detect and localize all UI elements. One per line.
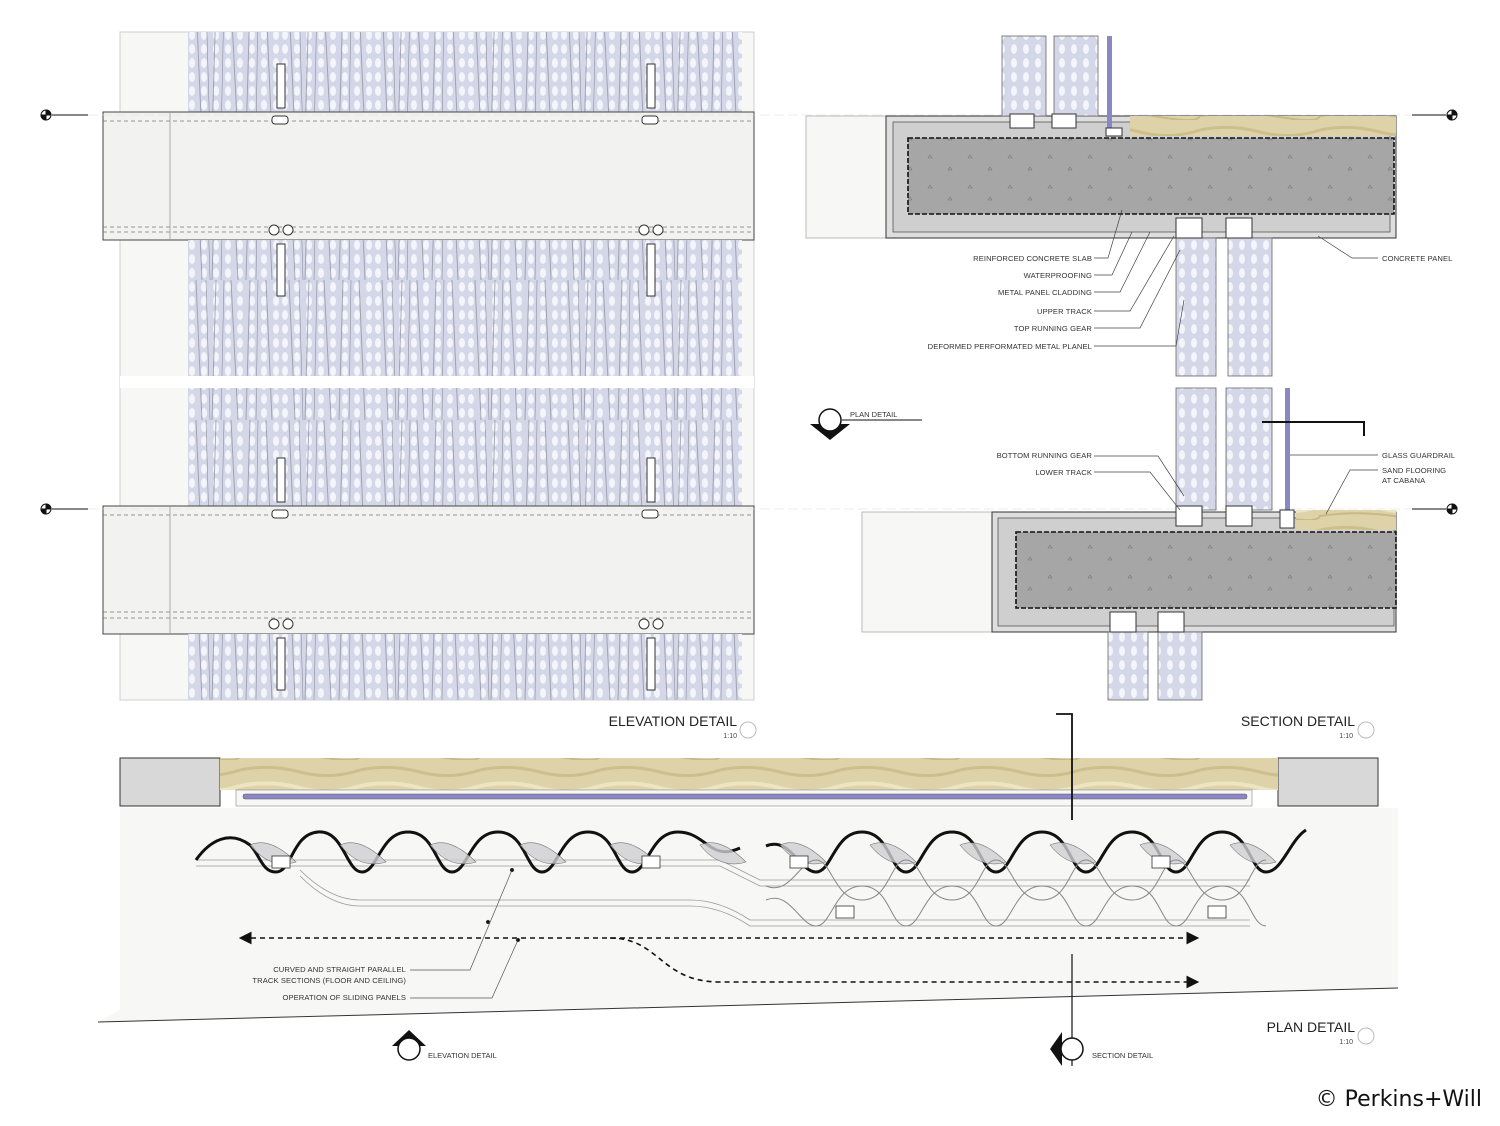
section-drawing-upper bbox=[805, 35, 1397, 377]
copyright-credit: © Perkins+Will bbox=[1315, 1087, 1482, 1112]
label-deformed-panel: DEFORMED PERFORMATED METAL PLANEL bbox=[928, 342, 1092, 351]
section-labels: REINFORCED CONCRETE SLAB WATERPROOFING M… bbox=[928, 254, 1455, 485]
slab-band bbox=[102, 111, 755, 241]
section-title: SECTION DETAIL bbox=[1241, 713, 1355, 729]
section-drawing-lower bbox=[861, 387, 1397, 701]
label-concrete-panel: CONCRETE PANEL bbox=[1382, 254, 1452, 263]
section-detail-tag: SECTION DETAIL bbox=[1050, 1032, 1153, 1066]
section-scale: 1:10 bbox=[1339, 733, 1353, 740]
perforated-panel-row bbox=[188, 32, 742, 112]
section-detail-tag-label: SECTION DETAIL bbox=[1092, 1051, 1153, 1060]
sand-flooring bbox=[220, 758, 1278, 790]
section-title-block: SECTION DETAIL 1:10 bbox=[1241, 713, 1375, 740]
label-lower-track: LOWER TRACK bbox=[1035, 468, 1092, 477]
plan-drawing: CURVED AND STRAIGHT PARALLEL TRACK SECTI… bbox=[97, 713, 1399, 1066]
label-upper-track: UPPER TRACK bbox=[1037, 307, 1092, 316]
label-tracks: CURVED AND STRAIGHT PARALLEL bbox=[273, 965, 406, 974]
label-bottom-running-gear: BOTTOM RUNNING GEAR bbox=[997, 451, 1093, 460]
label-glass-guardrail: GLASS GUARDRAIL bbox=[1382, 451, 1455, 460]
elevation-detail-tag-label: ELEVATION DETAIL bbox=[428, 1051, 497, 1060]
elevation-scale: 1:10 bbox=[723, 733, 737, 740]
label-sand-flooring: SAND FLOORING bbox=[1382, 466, 1446, 475]
elevation-drawing bbox=[102, 31, 755, 701]
plan-detail-tag-label: PLAN DETAIL bbox=[850, 410, 897, 419]
plan-title-block: PLAN DETAIL 1:10 bbox=[1267, 1019, 1375, 1046]
level-marker bbox=[40, 109, 1458, 515]
elevation-detail-tag: ELEVATION DETAIL bbox=[392, 1030, 497, 1061]
label-metal-cladding: METAL PANEL CLADDING bbox=[998, 288, 1092, 297]
operation-arrow bbox=[609, 937, 1200, 989]
plan-title: PLAN DETAIL bbox=[1267, 1019, 1356, 1035]
concrete-slab bbox=[907, 137, 1395, 215]
plan-detail-tag: PLAN DETAIL bbox=[810, 408, 922, 440]
elevation-title-block: ELEVATION DETAIL 1:10 bbox=[609, 713, 757, 740]
perforated-panel-row bbox=[188, 240, 742, 376]
label-operation: OPERATION OF SLIDING PANELS bbox=[282, 993, 406, 1002]
label-tracks-2: TRACK SECTIONS (FLOOR AND CEILING) bbox=[252, 976, 406, 985]
perforated-panel-row bbox=[188, 388, 742, 506]
plan-scale: 1:10 bbox=[1339, 1039, 1353, 1046]
label-waterproofing: WATERPROOFING bbox=[1024, 271, 1092, 280]
glass-guardrail bbox=[242, 793, 1248, 800]
label-reinforced-slab: REINFORCED CONCRETE SLAB bbox=[973, 254, 1092, 263]
label-sand-flooring-2: AT CABANA bbox=[1382, 476, 1426, 485]
label-top-running-gear: TOP RUNNING GEAR bbox=[1014, 324, 1093, 333]
slab-band bbox=[102, 505, 755, 635]
concrete-slab bbox=[1015, 531, 1397, 609]
leader-lines bbox=[1094, 209, 1378, 515]
elevation-title: ELEVATION DETAIL bbox=[609, 713, 738, 729]
perforated-panel-row bbox=[188, 634, 742, 700]
